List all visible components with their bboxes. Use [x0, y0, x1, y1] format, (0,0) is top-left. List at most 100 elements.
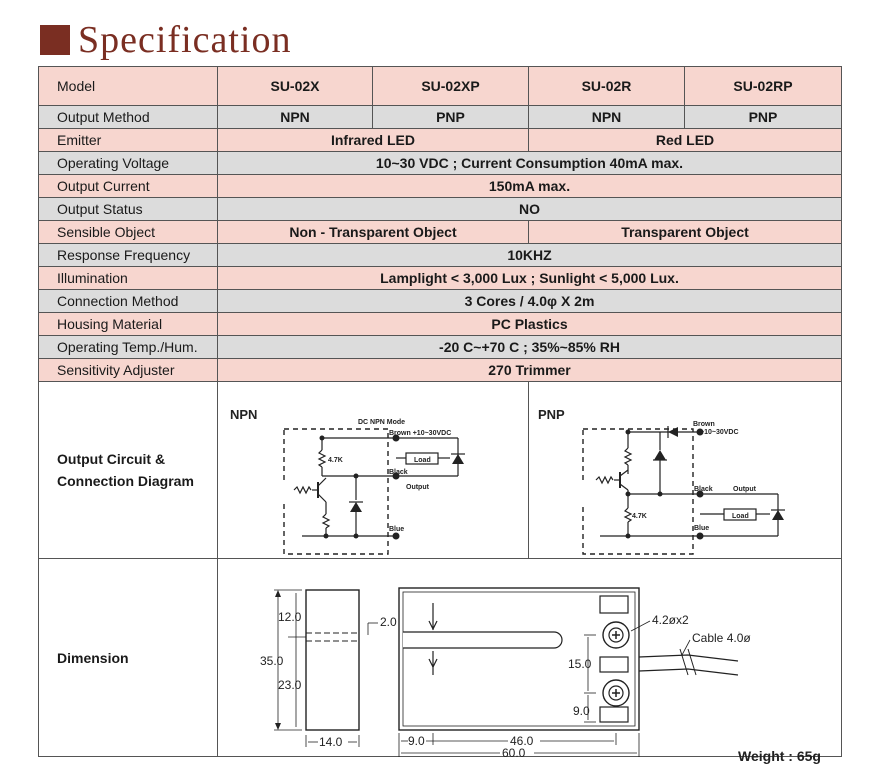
operating-voltage-label: Operating Voltage	[38, 151, 218, 175]
arrow-down-icon-1	[428, 620, 438, 631]
pnp-enclosure	[582, 428, 694, 555]
npn-lower-resistor-icon	[321, 513, 331, 529]
operating-temp-label: Operating Temp./Hum.	[38, 335, 218, 359]
top-view-body	[398, 587, 640, 731]
dimension-label: Dimension	[38, 558, 218, 757]
output-status-value: NO	[217, 197, 842, 221]
npn-enclosure	[283, 428, 389, 555]
row-operating-temp: Operating Temp./Hum. -20 C~+70 C ; 35%~8…	[38, 335, 842, 359]
dim-14: 14.0	[319, 735, 343, 749]
pnp-supply-diode-icon	[668, 427, 678, 437]
page-title: Specification	[40, 18, 291, 62]
cable-break-icon	[679, 648, 689, 676]
row-emitter: Emitter Infrared LED Red LED	[38, 128, 842, 152]
npn-blue-terminal-icon	[392, 532, 400, 540]
dim-60: 60.0	[502, 746, 526, 760]
sensible-object-label: Sensible Object	[38, 220, 218, 244]
circuit-label-line1: Output Circuit &	[57, 451, 166, 467]
dim-12: 12.0	[278, 610, 302, 624]
title-square-icon	[40, 25, 70, 55]
model-1: SU-02X	[217, 66, 373, 106]
housing-material-label: Housing Material	[38, 312, 218, 336]
row-model: Model SU-02X SU-02XP SU-02R SU-02RP	[38, 66, 842, 106]
row-sensitivity: Sensitivity Adjuster 270 Trimmer	[38, 358, 842, 382]
model-4: SU-02RP	[684, 66, 842, 106]
npn-title: NPN	[230, 407, 257, 422]
model-3: SU-02R	[528, 66, 685, 106]
row-output-method: Output Method NPN PNP NPN PNP	[38, 105, 842, 129]
row-illumination: Illumination Lamplight < 3,000 Lux ; Sun…	[38, 266, 842, 290]
row-circuit: Output Circuit & Connection Diagram	[38, 381, 842, 559]
row-sensible-object: Sensible Object Non - Transparent Object…	[38, 220, 842, 244]
illumination-label: Illumination	[38, 266, 218, 290]
npn-circuit-diagram: NPN DC NPN Mode Brown +10~30VDC 4.7K Bla…	[230, 407, 465, 555]
pnp-upper-resistor-icon	[623, 447, 633, 466]
output-method-1: NPN	[217, 105, 373, 129]
npn-blue: Blue	[389, 526, 404, 533]
npn-cell	[217, 381, 529, 559]
npn-zener-icon	[350, 502, 362, 512]
npn-resistor-icon	[317, 449, 327, 468]
sensitivity-value: 270 Trimmer	[217, 358, 842, 382]
operating-voltage-value: 10~30 VDC ; Current Consumption 40mA max…	[217, 151, 842, 175]
output-current-value: 150mA max.	[217, 174, 842, 198]
npn-load: Load	[414, 457, 431, 464]
response-frequency-label: Response Frequency	[38, 243, 218, 267]
dim-9h: 9.0	[408, 734, 425, 748]
dimension-drawing: 12.0 35.0 23.0 14.0 2.0 4.2øx2 Cable 4.0…	[260, 587, 821, 764]
pnp-voltage: +10~30VDC	[700, 429, 739, 436]
circuit-label-line2: Connection Diagram	[57, 473, 194, 489]
npn-diode-icon	[452, 454, 464, 464]
pnp-load: Load	[732, 513, 749, 520]
dim-46: 46.0	[510, 734, 534, 748]
connection-method-value: 3 Cores / 4.0φ X 2m	[217, 289, 842, 313]
output-method-4: PNP	[684, 105, 842, 129]
housing-material-value: PC Plastics	[217, 312, 842, 336]
output-method-2: PNP	[372, 105, 529, 129]
model-label: Model	[38, 66, 218, 106]
dim-hole: 4.2øx2	[652, 613, 689, 627]
operating-temp-value: -20 C~+70 C ; 35%~85% RH	[217, 335, 842, 359]
npn-resistor-label: 4.7K	[328, 457, 343, 464]
illumination-value: Lamplight < 3,000 Lux ; Sunlight < 5,000…	[217, 266, 842, 290]
row-connection-method: Connection Method 3 Cores / 4.0φ X 2m	[38, 289, 842, 313]
pnp-circuit-diagram: PNP Brown +10~30VDC Black Output 4.7K Bl…	[538, 407, 785, 555]
connection-method-label: Connection Method	[38, 289, 218, 313]
pnp-title: PNP	[538, 407, 565, 422]
dim-cable: Cable 4.0ø	[692, 631, 751, 645]
title-text: Specification	[78, 19, 292, 61]
sensible-object-1: Non - Transparent Object	[217, 220, 529, 244]
dim-2: 2.0	[380, 615, 397, 629]
row-operating-voltage: Operating Voltage 10~30 VDC ; Current Co…	[38, 151, 842, 175]
row-output-current: Output Current 150mA max.	[38, 174, 842, 198]
emitter-2: Red LED	[528, 128, 842, 152]
npn-brown: Brown +10~30VDC	[389, 430, 451, 437]
npn-output: Output	[406, 484, 430, 491]
response-frequency-value: 10KHZ	[217, 243, 842, 267]
pnp-cell	[528, 381, 842, 559]
pnp-resistor-label: 4.7K	[632, 513, 647, 520]
pnp-blue: Blue	[694, 525, 709, 532]
row-output-status: Output Status NO	[38, 197, 842, 221]
output-method-label: Output Method	[38, 105, 218, 129]
pnp-diode-icon	[772, 510, 784, 520]
output-current-label: Output Current	[38, 174, 218, 198]
npn-mode: DC NPN Mode	[358, 419, 405, 426]
row-response-frequency: Response Frequency 10KHZ	[38, 243, 842, 267]
emitter-1: Infrared LED	[217, 128, 529, 152]
npn-black: Black	[389, 469, 408, 476]
pnp-lower-resistor-icon	[623, 507, 633, 523]
side-view-body	[305, 589, 360, 731]
spec-table: Model SU-02X SU-02XP SU-02R SU-02RP Outp…	[38, 66, 842, 757]
top-view-slot	[403, 631, 563, 649]
output-status-label: Output Status	[38, 197, 218, 221]
weight-label: Weight : 65g	[738, 748, 821, 764]
dim-9v: 9.0	[573, 704, 590, 718]
npn-base-resistor-icon	[293, 485, 312, 495]
pnp-base-resistor-icon	[595, 475, 614, 485]
pnp-output: Output	[733, 486, 757, 493]
pnp-zener-icon	[654, 450, 666, 460]
circuit-label: Output Circuit & Connection Diagram	[38, 381, 218, 559]
dim-15: 15.0	[568, 657, 592, 671]
model-2: SU-02XP	[372, 66, 529, 106]
